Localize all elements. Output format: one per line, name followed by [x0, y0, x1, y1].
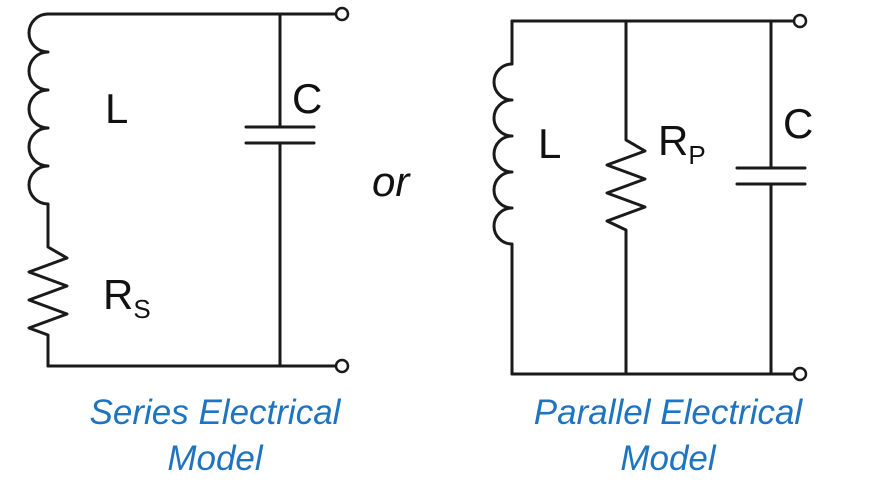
parallel-terminal-top	[792, 13, 808, 29]
parallel-terminal-bottom	[792, 366, 808, 382]
series-caption-line2: Model	[167, 439, 263, 478]
parallel-caption-line2: Model	[620, 439, 716, 478]
series-resistor-symbol: R	[103, 271, 133, 318]
series-inductor-label: L	[105, 85, 128, 132]
series-model-caption: Series Electrical Model	[40, 390, 390, 482]
or-label: or	[372, 158, 411, 205]
parallel-model-caption: Parallel Electrical Model	[488, 390, 848, 482]
series-caption-line1: Series Electrical	[89, 393, 341, 432]
series-terminal-top	[334, 6, 350, 22]
parallel-resistor-symbol: R	[658, 117, 688, 164]
parallel-resistor	[605, 19, 647, 376]
series-terminal-bottom	[334, 358, 350, 374]
parallel-caption-line1: Parallel Electrical	[533, 393, 803, 432]
series-resistor-label: RS	[103, 271, 151, 324]
series-inductor	[27, 12, 50, 242]
series-capacitor-label: C	[292, 75, 322, 122]
parallel-inductor	[492, 19, 514, 376]
parallel-resistor-subscript: P	[688, 140, 705, 170]
parallel-resistor-label: RP	[658, 117, 706, 170]
series-resistor	[27, 238, 69, 368]
parallel-inductor-label: L	[538, 120, 561, 167]
parallel-circuit: L RP C	[492, 13, 813, 382]
parallel-capacitor-label: C	[783, 100, 813, 147]
series-resistor-subscript: S	[133, 294, 150, 324]
series-circuit: L C RS	[27, 6, 350, 374]
